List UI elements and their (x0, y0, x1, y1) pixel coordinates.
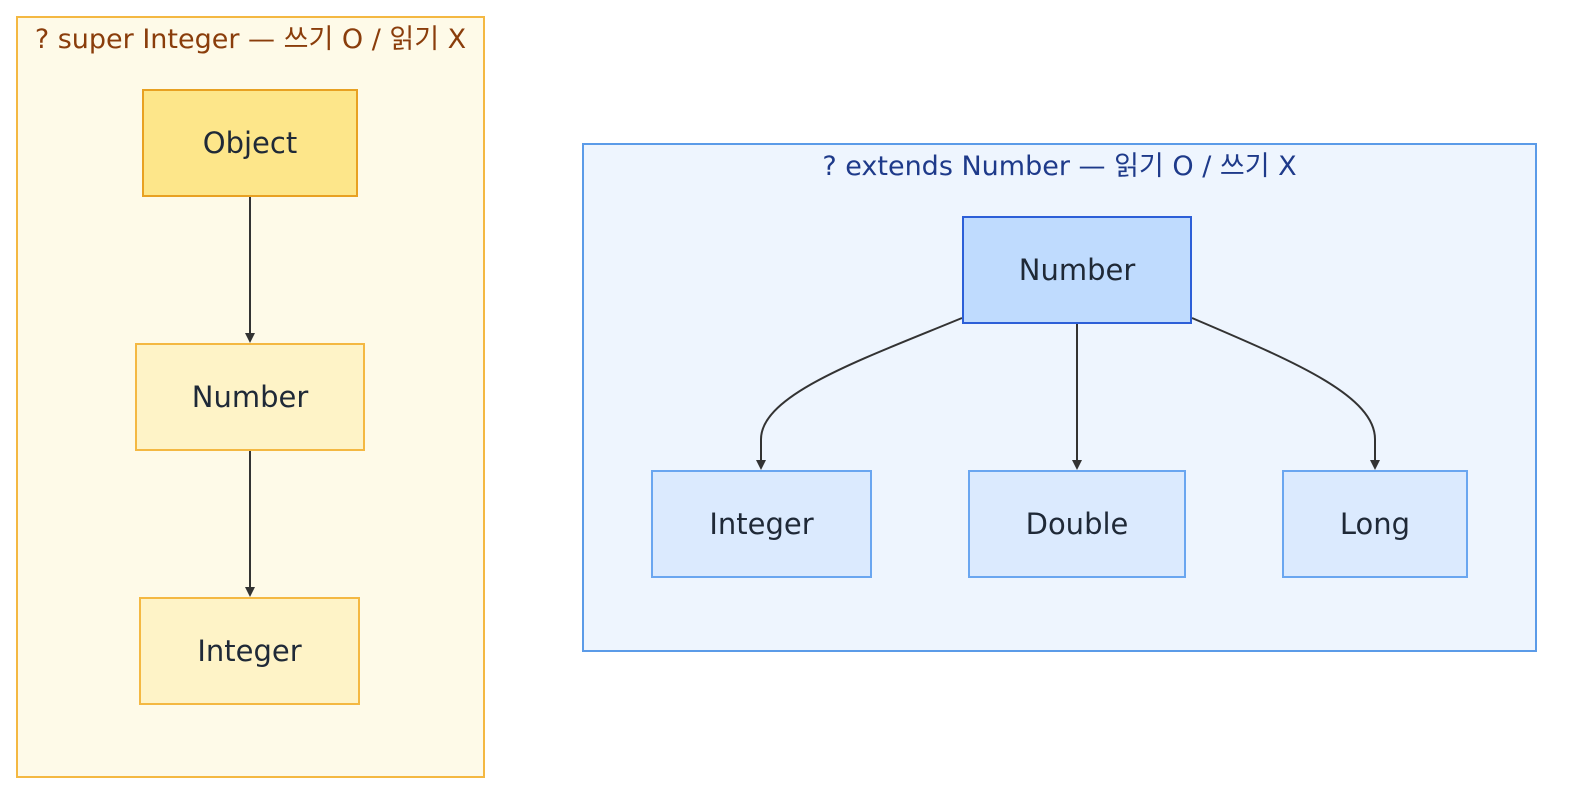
node-long: Long (1282, 470, 1468, 578)
extends-number-group-title: ? extends Number — 읽기 O / 쓰기 X (822, 151, 1297, 182)
node-object: Object (142, 89, 358, 197)
node-double: Double (968, 470, 1186, 578)
node-integer-super: Integer (139, 597, 360, 705)
node-number-super: Number (135, 343, 365, 451)
node-integer-extends: Integer (651, 470, 872, 578)
node-number-extends: Number (962, 216, 1192, 324)
super-integer-group-title: ? super Integer — 쓰기 O / 읽기 X (34, 24, 467, 55)
